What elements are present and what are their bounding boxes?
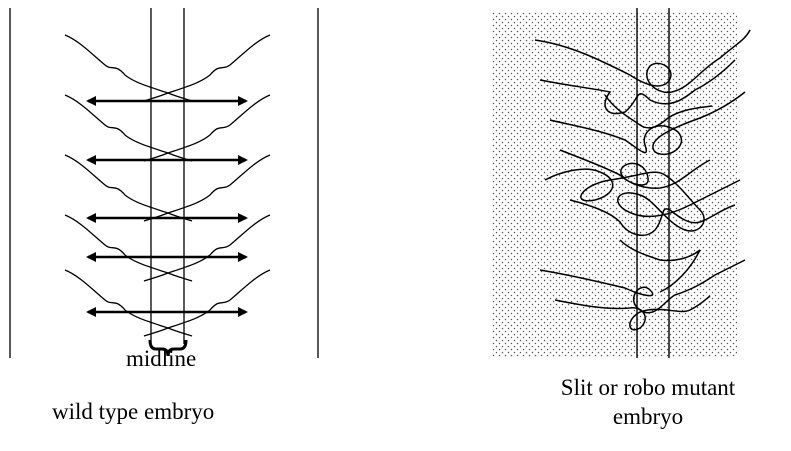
wild-type-caption: wild type embryo bbox=[52, 399, 215, 424]
axon-left bbox=[64, 269, 193, 337]
axon-right bbox=[143, 214, 271, 282]
axon-right bbox=[143, 154, 271, 222]
wild-type-panel bbox=[9, 8, 319, 358]
axon-tangle bbox=[539, 59, 736, 115]
stipple-background bbox=[492, 12, 737, 357]
mutant-caption: Slit or robo mutant embryo bbox=[560, 375, 736, 429]
mutant-panel bbox=[492, 8, 751, 358]
axon-tangle bbox=[554, 295, 711, 331]
axon-tangle bbox=[604, 94, 713, 129]
axon-right bbox=[143, 34, 271, 102]
axon-tangle bbox=[544, 168, 741, 232]
axon-tangle bbox=[534, 29, 751, 93]
axon-tangle bbox=[619, 239, 701, 293]
midline-label: midline bbox=[126, 346, 197, 371]
mutant-axons bbox=[534, 29, 751, 331]
axon-left bbox=[64, 154, 193, 222]
axon-left bbox=[64, 214, 193, 282]
axon-tangle bbox=[549, 91, 746, 155]
axon-right bbox=[143, 269, 271, 337]
axon-left bbox=[64, 34, 193, 102]
wild-type-axons bbox=[64, 34, 271, 337]
axon-right bbox=[143, 94, 271, 162]
axon-tangle bbox=[569, 199, 736, 237]
axon-tangle bbox=[559, 149, 711, 189]
midline-brace bbox=[148, 339, 188, 357]
wild-type-arrows bbox=[86, 96, 248, 317]
axon-left bbox=[64, 94, 193, 162]
